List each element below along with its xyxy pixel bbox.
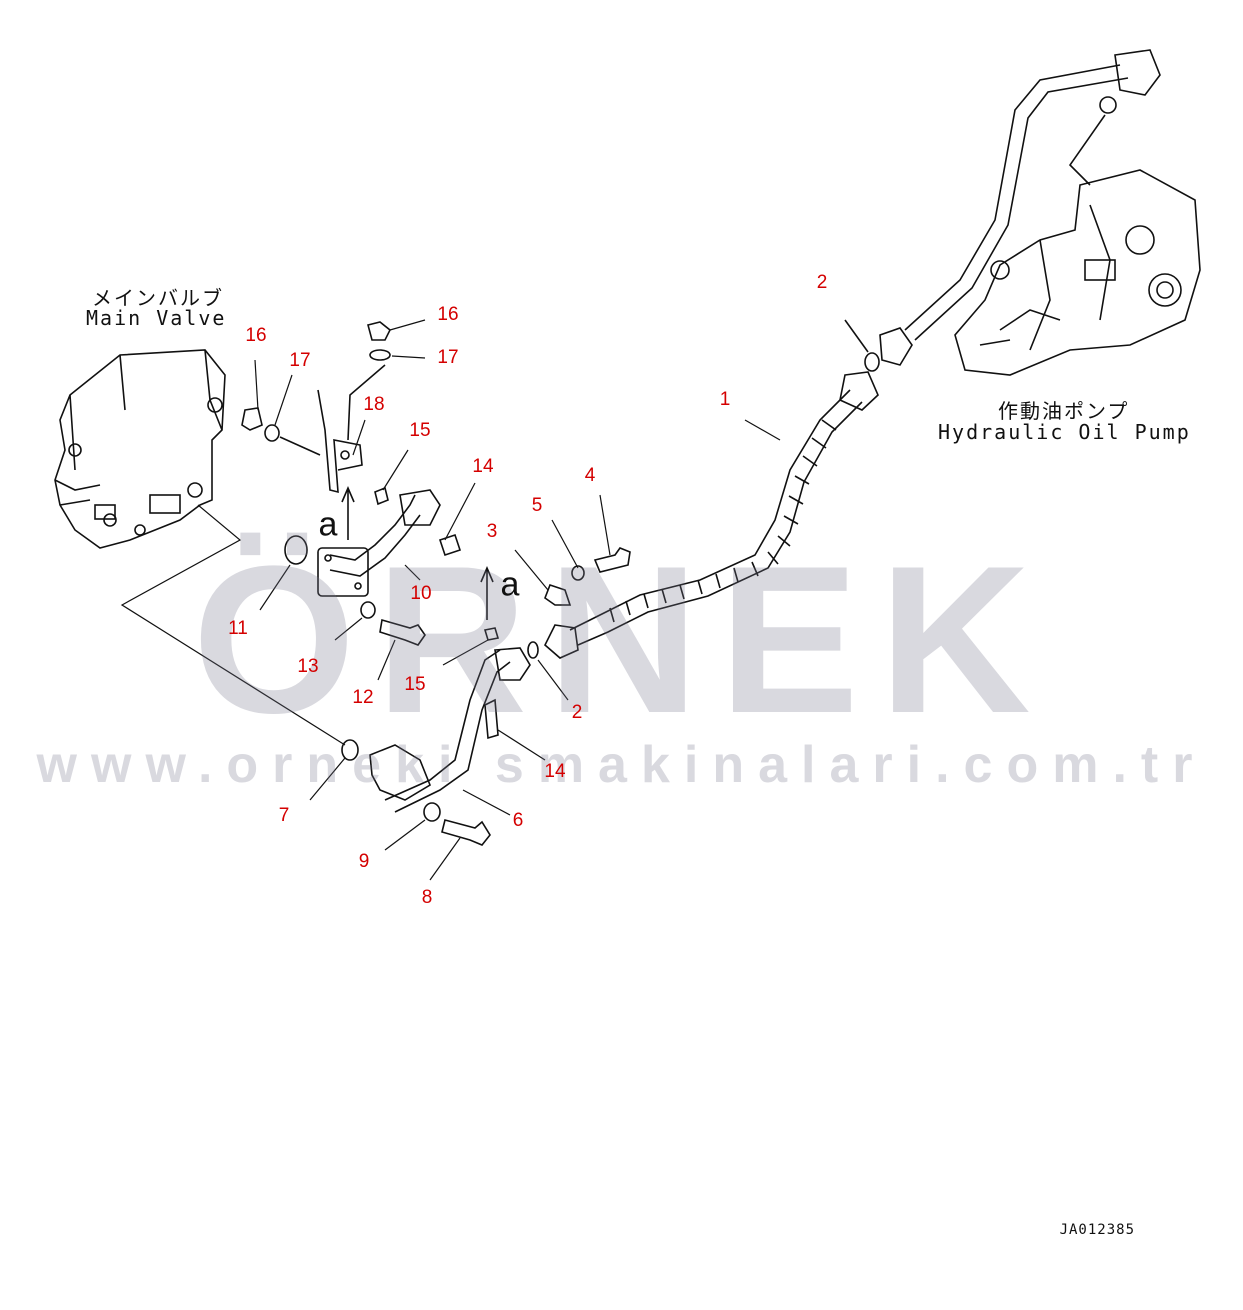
main-valve-label-jp: メインバルブ: [92, 286, 224, 310]
callout-5: 5: [531, 495, 543, 516]
callout-14-lower: 14: [544, 761, 566, 782]
callout-7: 7: [278, 805, 290, 826]
callout-12: 12: [352, 687, 374, 708]
view-letter-a-lower: a: [500, 565, 520, 604]
callout-8: 8: [421, 887, 433, 908]
callout-6: 6: [512, 810, 524, 831]
callout-10: 10: [410, 583, 432, 604]
drawing-code: JA012385: [1059, 1222, 1135, 1238]
hydraulic-pump-drawing: [954, 169, 1201, 376]
callout-17-upper: 17: [437, 347, 459, 368]
watermark-brand: ÖRNEK: [192, 522, 1051, 757]
pump-label-en: Hydraulic Oil Pump: [938, 420, 1191, 444]
callout-13: 13: [297, 656, 319, 677]
callout-14-upper: 14: [472, 456, 494, 477]
callout-15-upper: 15: [409, 420, 431, 441]
callout-15-lower: 15: [404, 674, 426, 695]
view-letter-a-upper: a: [318, 505, 338, 544]
callout-2-lower: 2: [571, 702, 583, 723]
callout-17-left: 17: [289, 350, 311, 371]
spiral-hose: [544, 371, 879, 659]
callout-11: 11: [228, 618, 248, 639]
callout-4: 4: [584, 465, 596, 486]
callout-16-left: 16: [245, 325, 267, 346]
main-valve-label-en: Main Valve: [86, 306, 227, 330]
callout-1: 1: [719, 389, 731, 410]
pump-label-jp: 作動油ポンプ: [998, 399, 1130, 423]
watermark-url: www.orneki smakinalari.com.tr: [36, 736, 1207, 794]
callout-3: 3: [486, 521, 498, 542]
callout-18: 18: [363, 394, 385, 415]
callout-16-upper: 16: [437, 304, 459, 325]
callout-2-upper: 2: [816, 272, 828, 293]
pump-outlet-pipe: [904, 64, 1121, 331]
main-valve-drawing: [54, 349, 226, 549]
callout-9: 9: [358, 851, 370, 872]
